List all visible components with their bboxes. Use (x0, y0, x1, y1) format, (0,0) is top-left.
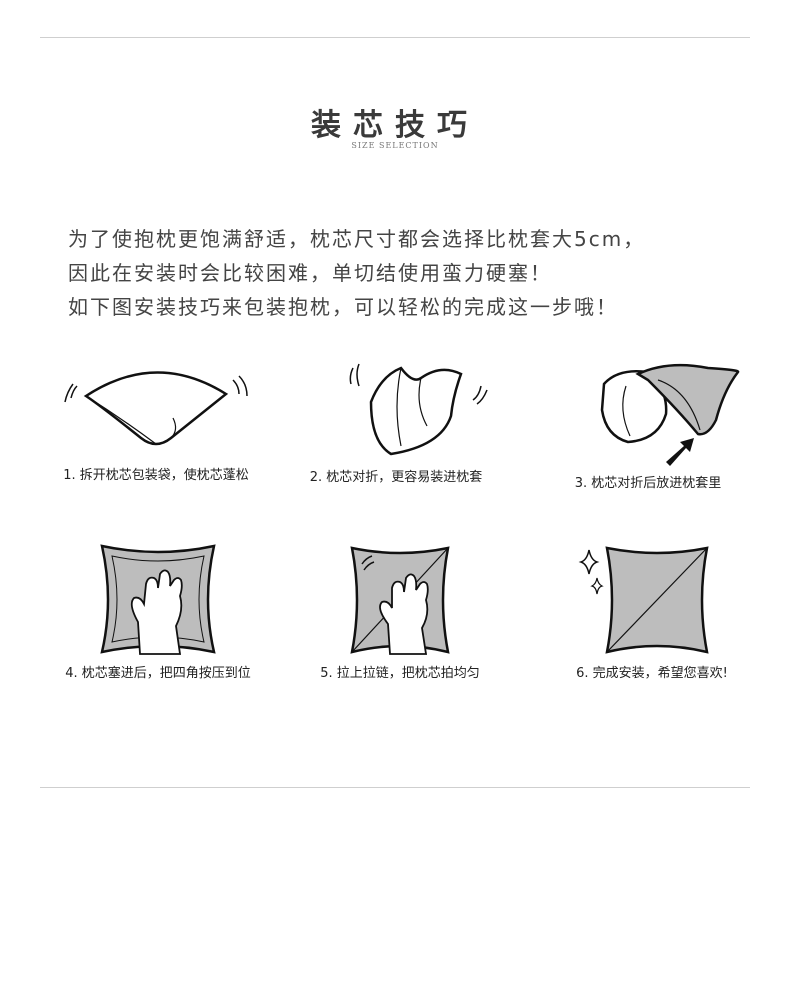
intro-line: 因此在安装时会比较困难，单切结使用蛮力硬塞！ (68, 261, 552, 285)
pat-pillow-icon (350, 546, 450, 655)
step-2: 2. 枕芯对折，更容易装进枕套 (276, 356, 516, 485)
top-divider (40, 37, 750, 38)
sparkle-icon (578, 549, 600, 575)
insert-pillow-icon (600, 363, 740, 466)
fold-pillow-icon (349, 363, 488, 456)
step-caption: 2. 枕芯对折，更容易装进枕套 (309, 470, 483, 485)
finished-pillow-icon (578, 546, 709, 654)
step-1: 1. 拆开枕芯包装袋，使枕芯蓬松 (36, 358, 276, 483)
step-3: 3. 枕芯对折后放进枕套里 (528, 350, 768, 491)
intro-line: 为了使抱枕更饱满舒适，枕芯尺寸都会选择比枕套大5cm， (68, 227, 646, 251)
bottom-divider (40, 787, 750, 788)
step-6: 6. 完成安装，希望您喜欢! (532, 544, 772, 681)
step-caption: 1. 拆开枕芯包装袋，使枕芯蓬松 (63, 468, 249, 483)
step-5: 5. 拉上拉链，把枕芯拍均匀 (280, 544, 520, 681)
step-caption: 5. 拉上拉链，把枕芯拍均匀 (320, 666, 480, 681)
step-caption: 3. 枕芯对折后放进枕套里 (574, 476, 722, 491)
fluff-pillow-icon (64, 371, 248, 446)
press-corners-icon (100, 544, 216, 655)
page-title: 装芯技巧 (311, 108, 479, 143)
step-caption: 4. 枕芯塞进后，把四角按压到位 (65, 666, 251, 681)
intro-text: 为了使抱枕更饱满舒适，枕芯尺寸都会选择比枕套大5cm， 因此在安装时会比较困难，… (68, 222, 728, 324)
step-caption: 6. 完成安装，希望您喜欢! (576, 666, 728, 681)
page-subtitle: SIZE SELECTION (351, 141, 439, 150)
step-4: 4. 枕芯塞进后，把四角按压到位 (38, 544, 278, 681)
intro-line: 如下图安装技巧来包装抱枕，可以轻松的完成这一步哦！ (68, 295, 618, 319)
